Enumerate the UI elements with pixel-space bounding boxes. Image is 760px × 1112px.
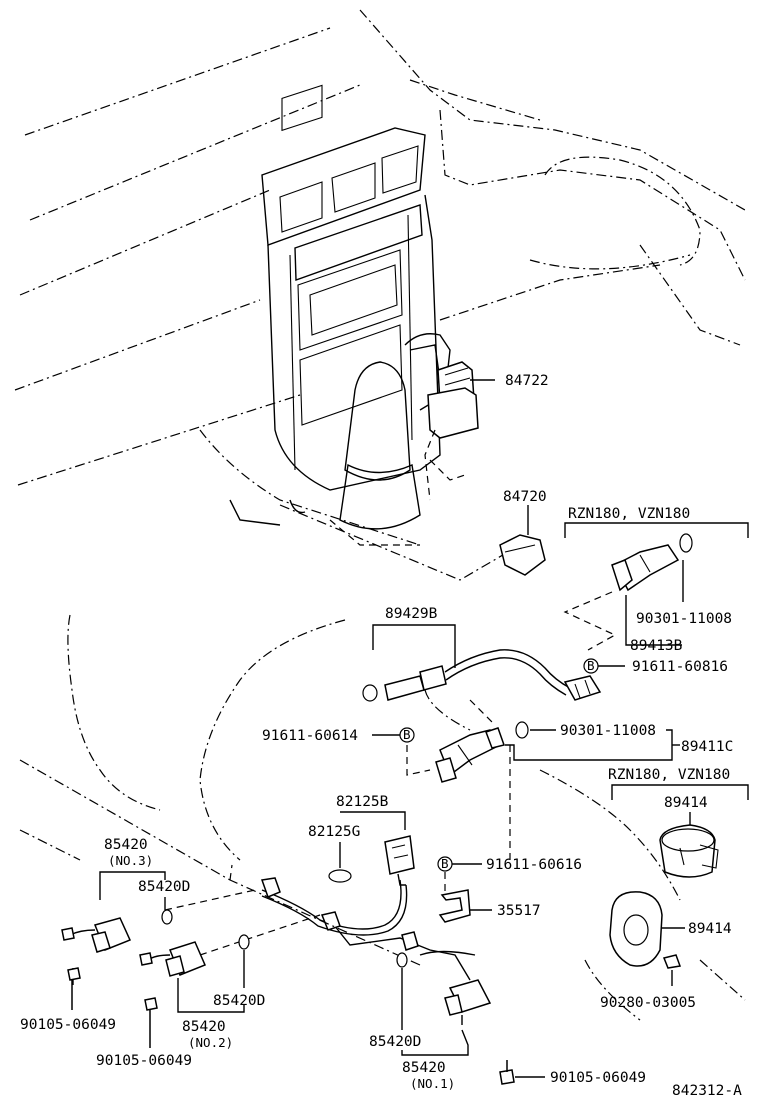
label-89429b: 89429B xyxy=(385,606,438,622)
diagram-reference-code: 842312-A xyxy=(672,1083,742,1099)
label-85420-no3: 85420 xyxy=(104,837,148,853)
part-82125b-connector xyxy=(384,835,415,886)
part-84722 xyxy=(424,361,495,501)
label-85420d-c: 85420D xyxy=(369,1034,421,1050)
o-ring xyxy=(238,934,250,950)
part-85420-no3-sensor xyxy=(61,917,132,953)
bracket-rzn-top xyxy=(564,522,749,538)
svg-text:B: B xyxy=(403,727,411,742)
part-84720 xyxy=(499,505,546,576)
label-89414-b: 89414 xyxy=(688,921,732,937)
bracket-89413b xyxy=(625,595,682,646)
label-90105-c: 90105-06049 xyxy=(550,1070,646,1086)
dashboard-outline xyxy=(14,9,746,581)
label-84720: 84720 xyxy=(503,489,547,505)
o-ring xyxy=(515,721,529,739)
part-89429b-sensor xyxy=(362,649,602,702)
label-84722: 84722 xyxy=(505,373,549,389)
label-no3: (NO.3) xyxy=(108,853,153,868)
label-91611-60616: 91611-60616 xyxy=(486,857,582,873)
part-89411c-sensor xyxy=(435,727,505,783)
label-85420-no1: 85420 xyxy=(402,1060,446,1076)
label-35517: 35517 xyxy=(497,903,541,919)
part-89413b-sensor xyxy=(611,533,693,592)
label-rzn-mid: RZN180, VZN180 xyxy=(608,767,730,783)
bracket-89411c xyxy=(505,729,673,761)
svg-text:B: B xyxy=(587,658,595,673)
label-85420-no2: 85420 xyxy=(182,1019,226,1035)
label-90105-b: 90105-06049 xyxy=(96,1053,192,1069)
label-89411c: 89411C xyxy=(681,739,733,755)
label-no1: (NO.1) xyxy=(410,1076,455,1091)
label-82125b: 82125B xyxy=(336,794,389,810)
label-90105-a: 90105-06049 xyxy=(20,1017,116,1033)
nut xyxy=(662,954,682,969)
part-89414-sensor xyxy=(659,824,719,878)
part-85420-no1-sensor xyxy=(444,979,492,1016)
label-91611-60614: 91611-60614 xyxy=(262,728,358,744)
label-90301-b: 90301-11008 xyxy=(560,723,656,739)
bolt-90105-b xyxy=(144,997,158,1048)
part-35517-bracket xyxy=(438,889,471,923)
bracket-89429b xyxy=(372,624,456,668)
part-85420-no2-sensor xyxy=(139,941,206,977)
o-ring xyxy=(396,952,408,968)
label-82125g: 82125G xyxy=(308,824,360,840)
label-89413b: 89413B xyxy=(630,638,683,654)
floor-outline xyxy=(19,614,746,1021)
label-rzn-top: RZN180, VZN180 xyxy=(568,506,690,522)
label-85420d-a: 85420D xyxy=(138,879,190,895)
svg-text:B: B xyxy=(441,856,449,871)
label-89414-a: 89414 xyxy=(664,795,708,811)
label-91611-60816: 91611-60816 xyxy=(632,659,728,675)
wire-harness xyxy=(260,877,476,981)
grommet xyxy=(328,869,352,883)
o-ring xyxy=(161,909,173,925)
label-no2: (NO.2) xyxy=(188,1035,233,1050)
label-85420d-b: 85420D xyxy=(213,993,265,1009)
label-90280: 90280-03005 xyxy=(600,995,696,1011)
bolt-b-icon xyxy=(399,727,415,743)
bolt-90105-a xyxy=(67,967,81,1010)
label-90301-a: 90301-11008 xyxy=(636,611,732,627)
bolt-90105-c xyxy=(499,1060,515,1085)
